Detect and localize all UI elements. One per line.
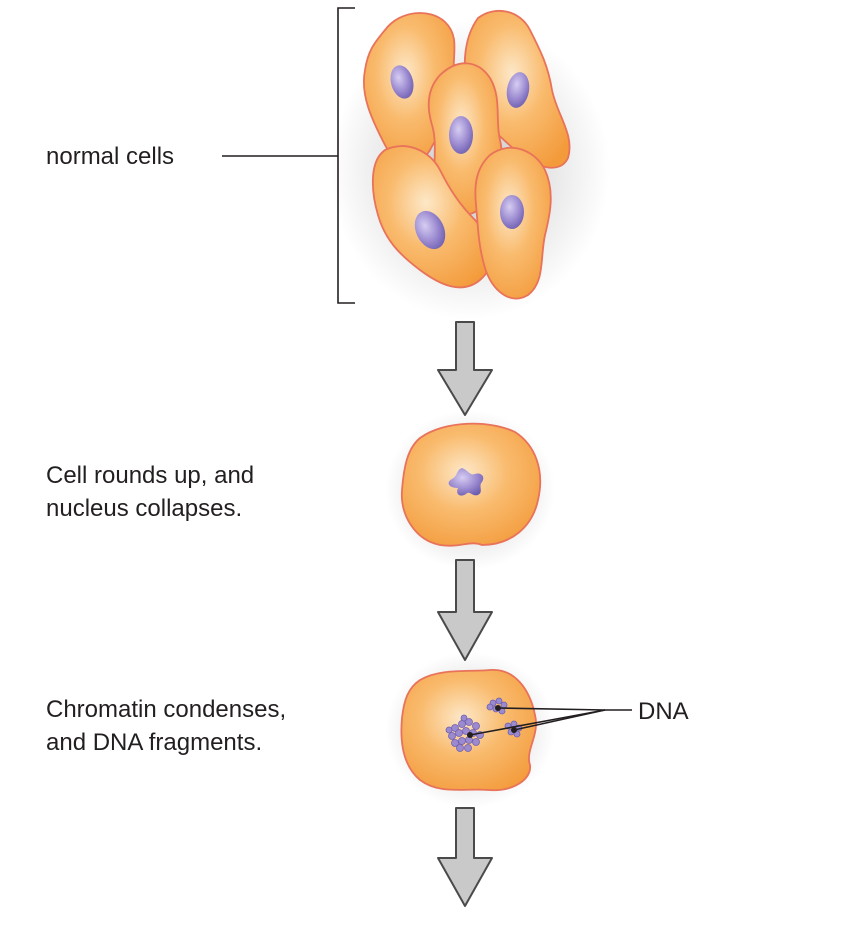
dna-pointer-lines — [469, 707, 632, 736]
normal-cells-text: normal cells — [46, 143, 175, 170]
down-arrow-icon — [437, 321, 493, 416]
nucleus — [449, 116, 473, 154]
chromatin-line-2: and DNA fragments. — [46, 729, 263, 756]
rounded-cell — [385, 410, 555, 570]
chromatin-line-1: Chromatin condenses, — [46, 696, 287, 723]
rounds-up-line-2: nucleus collapses. — [46, 495, 243, 522]
dna-label: DNA — [638, 695, 689, 728]
dna-pointer-dots — [467, 705, 517, 738]
down-arrow-icon — [437, 559, 493, 661]
nucleus — [414, 210, 446, 250]
dna-fragment-large — [445, 714, 484, 752]
nucleus — [390, 65, 414, 99]
nucleus — [506, 72, 530, 108]
condensing-cell — [385, 652, 632, 808]
dna-text: DNA — [638, 698, 689, 725]
normal-cells-cluster — [330, 9, 610, 320]
nucleus — [500, 195, 524, 229]
down-arrow-icon — [437, 807, 493, 907]
chromatin-label: Chromatin condenses, and DNA fragments. — [46, 693, 286, 759]
rounds-up-line-1: Cell rounds up, and — [46, 462, 255, 489]
rounds-up-label: Cell rounds up, and nucleus collapses. — [46, 459, 254, 525]
dna-fragment-small — [486, 697, 508, 715]
collapsed-nucleus — [448, 468, 484, 496]
normal-cells-label: normal cells — [46, 140, 174, 173]
